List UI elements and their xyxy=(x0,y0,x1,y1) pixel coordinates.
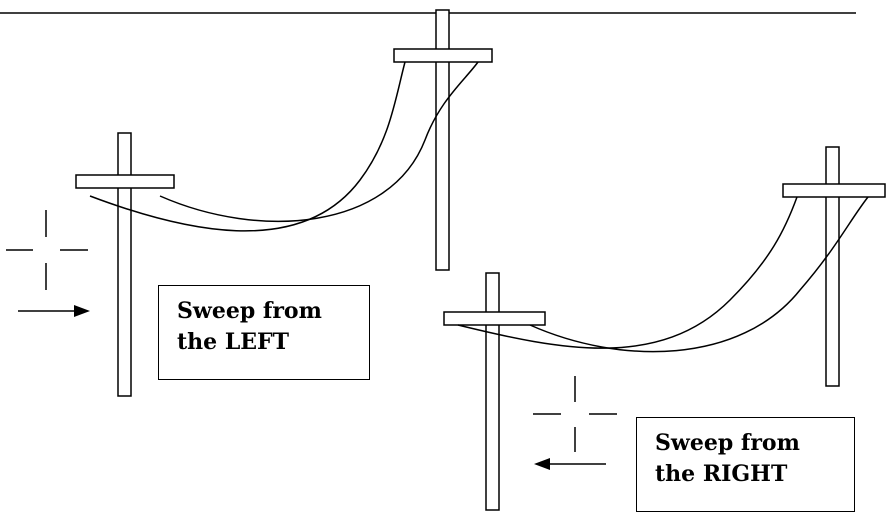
left-far-pole xyxy=(435,9,450,271)
right-far-crossarm xyxy=(782,183,886,198)
right-arrow-left-icon xyxy=(534,458,606,470)
right-label-box: Sweep from the RIGHT xyxy=(636,417,855,512)
left-wire-1 xyxy=(89,61,406,232)
left-near-pole xyxy=(117,132,132,397)
left-label-line1: Sweep from xyxy=(177,298,322,324)
left-near-crossarm xyxy=(75,174,175,189)
left-wire-2 xyxy=(159,61,479,223)
left-far-crossarm xyxy=(393,48,493,63)
left-scene xyxy=(75,9,493,397)
right-crosshair-icon xyxy=(533,376,617,452)
right-near-pole xyxy=(485,272,500,511)
right-label-line1: Sweep from xyxy=(655,430,800,456)
left-label-line2: the LEFT xyxy=(177,329,290,355)
right-near-crossarm xyxy=(443,311,546,326)
left-arrow-right-icon xyxy=(18,305,90,317)
right-far-pole xyxy=(825,146,840,387)
right-scene xyxy=(443,146,886,511)
left-label-box: Sweep from the LEFT xyxy=(158,285,370,380)
right-label-line2: the RIGHT xyxy=(655,461,788,487)
left-crosshair-icon xyxy=(6,210,88,290)
right-wire-1 xyxy=(457,196,798,349)
right-wire-2 xyxy=(529,196,869,353)
